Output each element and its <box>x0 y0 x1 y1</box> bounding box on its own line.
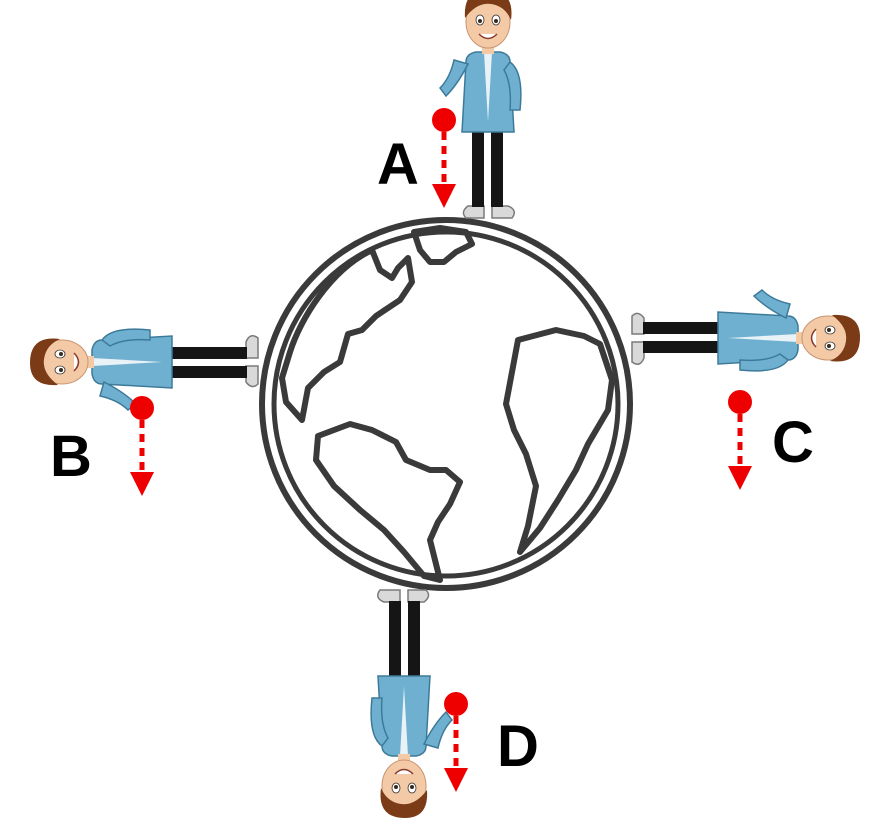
continent-south-america <box>313 421 463 583</box>
person-c <box>631 289 861 372</box>
falling-ball-d <box>444 692 468 792</box>
label-a: A <box>377 132 419 197</box>
label-b: B <box>50 424 92 489</box>
earth-icon <box>259 217 633 591</box>
falling-ball-c <box>728 390 752 490</box>
continent-greenland <box>411 225 475 265</box>
label-c: C <box>772 410 814 475</box>
label-d: D <box>497 714 539 779</box>
continent-africa <box>503 327 615 555</box>
continent-north-america <box>279 247 415 423</box>
falling-ball-a <box>432 108 456 208</box>
person-d <box>370 589 453 819</box>
falling-ball-b <box>130 396 154 496</box>
